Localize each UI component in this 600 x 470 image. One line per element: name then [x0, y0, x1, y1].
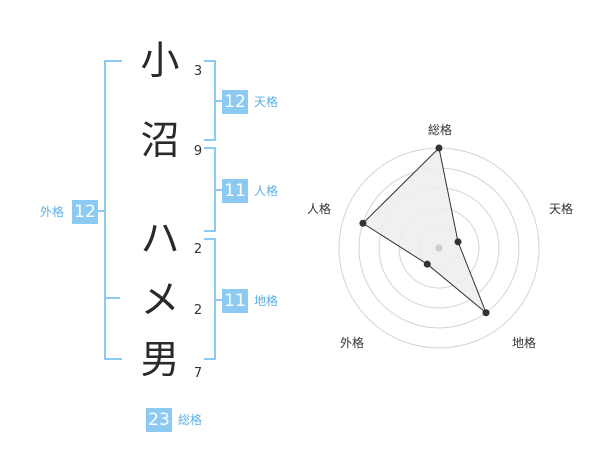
radar-point: [454, 238, 462, 246]
tenkaku-connector: [216, 100, 222, 102]
stroke-count-2: 9: [193, 144, 203, 159]
radar-label-tenkaku: 天格: [549, 202, 574, 216]
name-char-3: ハ: [140, 217, 180, 262]
radar-center-dot: [435, 244, 443, 252]
radar-label-gaikaku: 外格: [340, 336, 365, 350]
chikaku-connector: [216, 299, 222, 301]
radar-label-chikaku: 地格: [512, 336, 537, 350]
radar-point: [423, 260, 431, 268]
name-char-2: 沼: [140, 119, 180, 164]
jinkaku-label: 人格: [254, 184, 279, 198]
jinkaku-bracket: [204, 147, 216, 232]
jinkaku-connector: [216, 189, 222, 191]
jinkaku-badge: 11: [222, 179, 248, 203]
tenkaku-badge: 12: [222, 90, 248, 114]
gaikaku-label: 外格: [40, 205, 65, 219]
radar-label-soukaku: 総格: [428, 123, 453, 137]
radar-points: [359, 144, 490, 317]
stroke-count-3: 2: [193, 242, 203, 257]
chikaku-bracket: [204, 238, 216, 360]
radar-point: [482, 309, 490, 317]
gaikaku-connector: [92, 210, 104, 212]
gaikaku-bracket: [104, 60, 122, 360]
radar-label-jinkaku: 人格: [307, 202, 332, 216]
stroke-count-4: 2: [193, 303, 203, 318]
radar-area: [362, 146, 487, 314]
soukaku-label: 総格: [178, 413, 203, 427]
stroke-count-5: 7: [193, 366, 203, 381]
radar-point: [435, 144, 443, 152]
tenkaku-bracket: [204, 60, 216, 141]
chikaku-badge: 11: [222, 289, 248, 313]
tenkaku-label: 天格: [254, 95, 279, 109]
radar-point: [359, 219, 367, 227]
stroke-count-1: 3: [193, 64, 203, 79]
gaikaku-badge: 12: [72, 200, 98, 224]
gaikaku-bracket-tick: [106, 297, 120, 299]
name-char-5: 男: [140, 338, 180, 383]
soukaku-badge: 23: [146, 408, 172, 432]
name-char-1: 小: [140, 39, 180, 84]
name-char-4: メ: [140, 278, 180, 323]
chikaku-label: 地格: [254, 294, 279, 308]
